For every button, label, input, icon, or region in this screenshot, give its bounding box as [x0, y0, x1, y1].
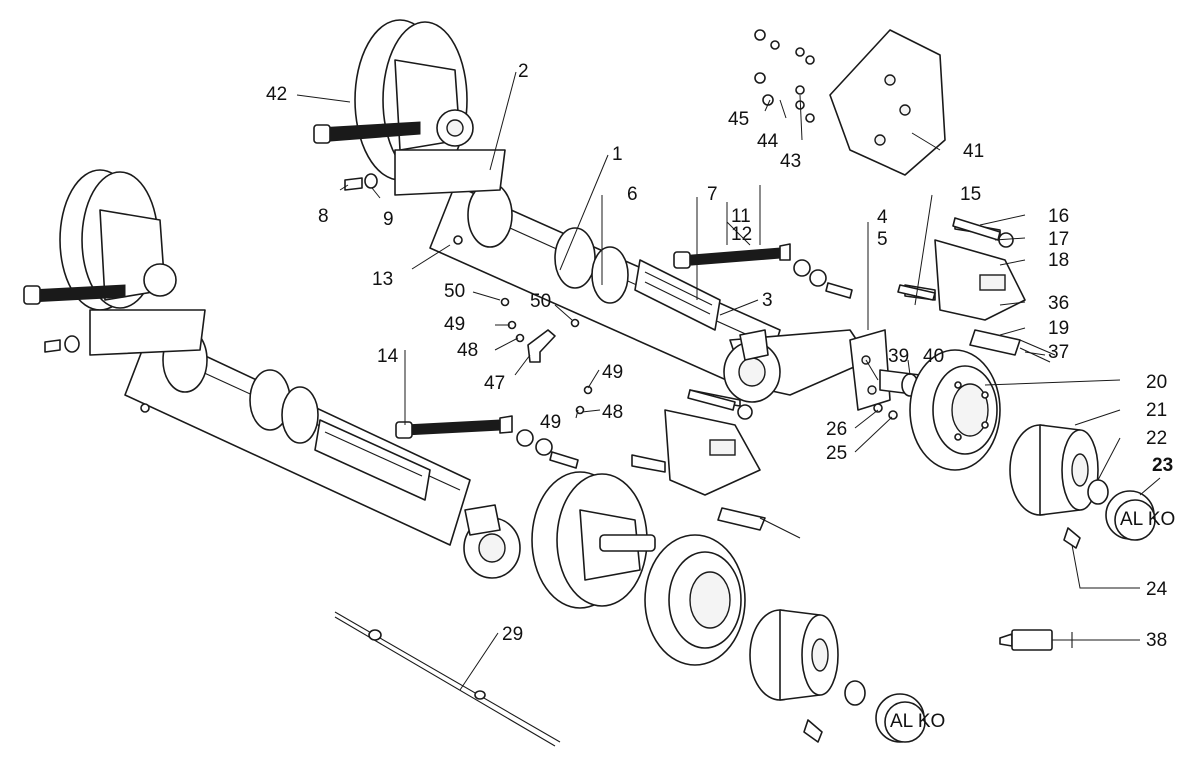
hub-cap-logo-lower: AL KO [890, 711, 945, 732]
callout-20: 20 [1146, 372, 1167, 393]
nut-22-upper [1087, 479, 1109, 505]
callout-36: 36 [1048, 293, 1069, 314]
wheel-bolt-24 [1063, 527, 1081, 549]
caliper-upper [904, 221, 1026, 321]
lower-left-shock-absorber [23, 284, 126, 305]
dust-shield-41 [829, 29, 946, 176]
shock-absorber-7 [673, 243, 853, 299]
wheel-bolt-lower [803, 719, 823, 743]
callout-21: 21 [1146, 400, 1167, 421]
callout-23: 23 [1152, 455, 1173, 476]
hub-cap-lower: AL KO [875, 693, 945, 743]
hub-lower [749, 609, 839, 701]
callout-6: 6 [627, 184, 638, 205]
callout-2: 2 [518, 61, 529, 82]
callout-4: 4 [877, 207, 888, 228]
bolts-43-44-45 [754, 29, 815, 123]
sensor-bracket-47 [527, 329, 556, 363]
callout-22: 22 [1146, 428, 1167, 449]
callout-50-right: 50 [530, 291, 551, 312]
callout-47: 47 [484, 373, 505, 394]
callout-13: 13 [372, 269, 393, 290]
callout-48-right: 48 [602, 402, 623, 423]
callout-49-left: 49 [444, 314, 465, 335]
brake-disc-upper [909, 349, 1001, 471]
callout-42: 42 [266, 84, 287, 105]
callout-37: 37 [1048, 342, 1069, 363]
callout-24: 24 [1146, 579, 1168, 600]
hub-cap-23: AL KO [1105, 490, 1175, 541]
callout-3: 3 [762, 290, 773, 311]
callout-44: 44 [757, 131, 779, 152]
screw-13 [453, 235, 463, 245]
callout-5: 5 [877, 229, 888, 250]
hub-upper [1009, 424, 1099, 516]
leader-lines [296, 71, 1161, 691]
callout-7: 7 [707, 184, 718, 205]
callout-29: 29 [502, 624, 523, 645]
bolt-8 [344, 177, 363, 191]
callout-48-left: 48 [457, 340, 478, 361]
caliper-lower [631, 389, 801, 539]
callout-1: 1 [612, 144, 623, 165]
upper-axle-tube [429, 182, 781, 396]
callout-50-left: 50 [444, 281, 465, 302]
brake-cable-29 [334, 611, 561, 747]
callout-18: 18 [1048, 250, 1069, 271]
hub-cap-logo-upper: AL KO [1120, 509, 1175, 530]
callout-19: 19 [1048, 318, 1069, 339]
callout-40: 40 [923, 346, 944, 367]
callout-38: 38 [1146, 630, 1167, 651]
nut-lower [844, 680, 866, 706]
washer-9 [364, 173, 378, 189]
lower-right-brake-drum [463, 471, 656, 609]
lower-left-brake-drum [59, 169, 206, 356]
small-bolts-48-49-50 [500, 297, 593, 415]
lower-left-bolts [44, 335, 150, 413]
callout-11: 11 [731, 206, 751, 227]
shock-absorber-14 [395, 415, 579, 469]
callout-14: 14 [377, 346, 399, 367]
callout-45: 45 [728, 109, 749, 130]
callout-8: 8 [318, 206, 329, 227]
callout-12: 12 [731, 224, 752, 245]
brake-disc-lower [644, 534, 746, 666]
callout-41: 41 [963, 141, 984, 162]
upper-left-brake-drum [354, 19, 506, 196]
callout-16: 16 [1048, 206, 1069, 227]
callout-labels: 42 2 1 6 7 11 12 3 4 5 15 16 17 18 36 19… [266, 61, 1173, 651]
callout-9: 9 [383, 209, 394, 230]
callout-26: 26 [826, 419, 847, 440]
grease-fitting-38 [999, 629, 1073, 651]
upper-trailing-arm-right [723, 329, 871, 403]
bolts-25-26 [873, 403, 898, 420]
callout-15: 15 [960, 184, 981, 205]
caliper-bolts-lower [687, 389, 736, 411]
callout-39: 39 [888, 346, 909, 367]
callout-17: 17 [1048, 229, 1069, 250]
callout-43: 43 [780, 151, 801, 172]
upper-left-shock-absorber [313, 121, 421, 144]
callout-25: 25 [826, 443, 847, 464]
brake-pads-19 [969, 329, 1056, 363]
lower-axle-tube [124, 327, 471, 546]
callout-49-right: 49 [602, 362, 623, 383]
callout-49-lower: 49 [540, 412, 561, 433]
